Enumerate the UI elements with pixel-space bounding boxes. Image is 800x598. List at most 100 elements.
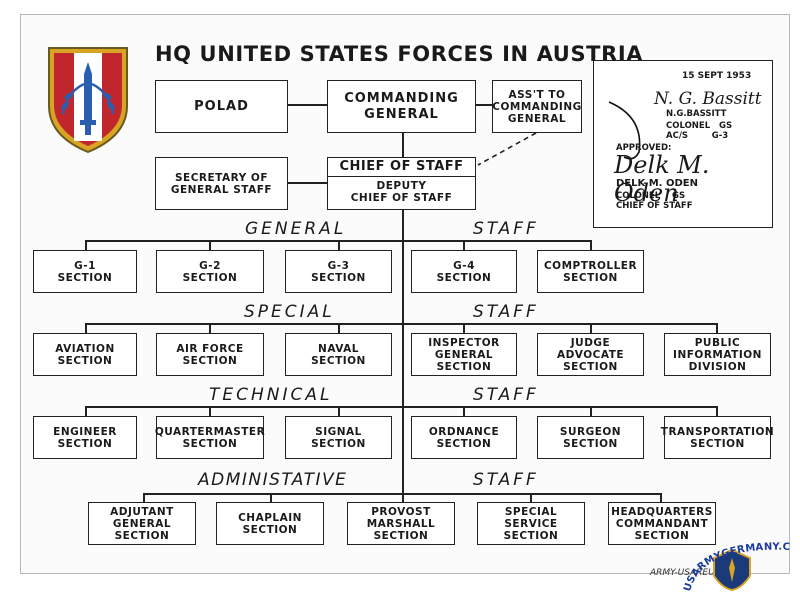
special-drop-5	[590, 323, 592, 333]
comptroller-label: COMPTROLLER	[543, 259, 638, 272]
chaplain-section-label: SECTION	[242, 523, 298, 536]
ss-line-1: SPECIAL	[504, 505, 558, 518]
ja-line-2: ADVOCATE	[556, 348, 625, 361]
admin-heading: ADMINISTATIVE	[198, 470, 348, 490]
general-drop-2	[209, 240, 211, 250]
secretary-line-2: GENERAL STAFF	[170, 183, 273, 196]
asst-dashed-connector	[477, 132, 537, 166]
pm-line-3: SECTION	[373, 529, 429, 542]
hq-line-2: COMMANDANT	[615, 517, 709, 530]
special-staff-heading: STAFF	[473, 302, 539, 322]
comptroller-section-box: COMPTROLLER SECTION	[537, 250, 644, 293]
quartermaster-label: QUARTERMASTER	[154, 425, 266, 438]
g1-label: G-1	[74, 259, 96, 272]
signature-flourish-icon	[608, 101, 641, 160]
ja-line-1: JUDGE	[570, 336, 611, 349]
approval-date: 15 SEPT 1953	[682, 71, 752, 81]
signal-section-box: SIGNAL SECTION	[285, 416, 392, 459]
admin-drop-2	[270, 493, 272, 502]
ag-line-1: ADJUTANT	[110, 505, 174, 518]
ig-line-3: SECTION	[436, 360, 492, 373]
naval-label: NAVAL	[318, 342, 359, 355]
secretary-line-1: SECRETARY OF	[174, 171, 269, 184]
ss-line-2: SERVICE	[504, 517, 558, 530]
chart-credit: ARMY-USAREUR-1953	[650, 568, 748, 578]
polad-box: POLAD	[155, 80, 288, 133]
general-drop-4	[463, 240, 465, 250]
oden-title: CHIEF OF STAFF	[616, 201, 693, 211]
special-drop-1	[85, 323, 87, 333]
aviation-section-label: SECTION	[57, 354, 113, 367]
approval-block: 15 SEPT 1953 N. G. Bassitt N.G.BASSITT C…	[593, 60, 773, 228]
transportation-label: TRANSPORTATION	[660, 425, 775, 438]
technical-drop-2	[209, 406, 211, 416]
technical-bus	[85, 406, 718, 408]
commanding-general-box: COMMANDING GENERAL	[327, 80, 476, 133]
admin-drop-3	[402, 493, 404, 502]
general-drop-5	[590, 240, 592, 250]
asst-line-1: ASS'T TO	[508, 88, 566, 101]
g3-label: G-3	[327, 259, 350, 272]
watermark-seal-icon	[713, 548, 751, 592]
g2-section-label: SECTION	[182, 271, 238, 284]
engineer-section-box: ENGINEER SECTION	[33, 416, 137, 459]
cg-line-1: COMMANDING	[344, 90, 459, 106]
bassitt-name: N.G.BASSITT	[666, 109, 727, 119]
special-heading: SPECIAL	[244, 302, 335, 322]
ag-line-2: GENERAL	[112, 517, 172, 530]
admin-drop-4	[530, 493, 532, 502]
general-drop-1	[85, 240, 87, 250]
transportation-section-label: SECTION	[690, 437, 745, 450]
special-drop-3	[338, 323, 340, 333]
g2-section-box: G-2 SECTION	[156, 250, 264, 293]
g4-label: G-4	[453, 259, 475, 272]
g1-section-label: SECTION	[57, 271, 113, 284]
g3-section-label: SECTION	[311, 271, 366, 284]
ja-line-3: SECTION	[563, 360, 618, 373]
hq-line-3: SECTION	[634, 529, 690, 542]
general-heading: GENERAL	[245, 219, 347, 239]
polad-label: POLAD	[194, 98, 249, 114]
ss-line-3: SECTION	[503, 529, 559, 542]
comptroller-section-label: SECTION	[563, 271, 618, 284]
ig-line-1: INSPECTOR	[428, 336, 500, 349]
chaplain-label: CHAPLAIN	[238, 511, 302, 524]
cg-line-2: GENERAL	[364, 106, 439, 122]
cg-to-cos-connector	[402, 133, 404, 157]
g1-section-box: G-1 SECTION	[33, 250, 137, 293]
g4-section-label: SECTION	[436, 271, 492, 284]
oden-name: DELK M. ODEN	[616, 178, 698, 189]
watermark-label: USARMYGERMANY.COM	[680, 540, 790, 593]
technical-staff-heading: STAFF	[473, 385, 539, 405]
naval-section-box: NAVAL SECTION	[285, 333, 392, 376]
special-drop-2	[209, 323, 211, 333]
ordnance-label: ORDNANCE	[428, 425, 500, 438]
main-trunk	[402, 209, 404, 495]
chart-title: HQ UNITED STATES FORCES IN AUSTRIA	[155, 42, 644, 66]
headquarters-commandant-section-box: HEADQUARTERS COMMANDANT SECTION	[608, 502, 716, 545]
signal-section-label: SECTION	[311, 437, 366, 450]
pm-line-1: PROVOST	[371, 505, 431, 518]
pi-line-1: PUBLIC	[694, 336, 741, 349]
public-information-division-box: PUBLIC INFORMATION DIVISION	[664, 333, 771, 376]
general-staff-heading: STAFF	[473, 219, 539, 239]
special-service-section-box: SPECIAL SERVICE SECTION	[477, 502, 585, 545]
bassitt-title: AC/S G-3	[666, 131, 729, 141]
surgeon-label: SURGEON	[559, 425, 622, 438]
technical-drop-1	[85, 406, 87, 416]
watermark-text: USARMYGERMANY.COM	[680, 540, 790, 593]
judge-advocate-section-box: JUDGE ADVOCATE SECTION	[537, 333, 644, 376]
polad-connector	[288, 104, 327, 106]
g3-section-box: G-3 SECTION	[285, 250, 392, 293]
pi-line-2: INFORMATION	[673, 348, 762, 361]
naval-section-label: SECTION	[311, 354, 366, 367]
hq-line-1: HEADQUARTERS	[611, 505, 713, 518]
deputy-line-2: CHIEF OF STAFF	[350, 192, 453, 204]
air-force-section-label: SECTION	[182, 354, 238, 367]
provost-marshall-section-box: PROVOST MARSHALL SECTION	[347, 502, 455, 545]
pi-line-3: DIVISION	[688, 360, 747, 373]
air-force-section-box: AIR FORCE SECTION	[156, 333, 264, 376]
engineer-section-label: SECTION	[57, 437, 113, 450]
ordnance-section-box: ORDNANCE SECTION	[411, 416, 517, 459]
special-drop-6	[716, 323, 718, 333]
